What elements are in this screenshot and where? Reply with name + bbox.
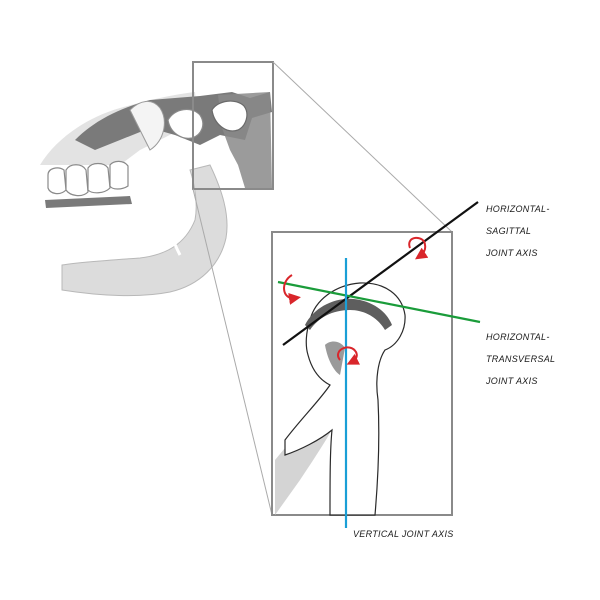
gum-shadow: [45, 196, 132, 208]
label-vertical-axis: VERTICAL JOINT AXIS: [353, 529, 454, 539]
rotation-arrow-icon: [283, 274, 301, 305]
mandible-shape: [61, 164, 228, 297]
glenoid-fossa: [305, 298, 392, 330]
zoom-frame-small: [192, 61, 274, 190]
label-horizontal-transversal: HORIZONTAL- TRANSVERSAL JOINT AXIS: [486, 321, 555, 398]
skull-illustration: [40, 92, 272, 297]
label-transversal-line1: HORIZONTAL-: [486, 332, 550, 342]
rotation-arrow-icon: [408, 236, 429, 260]
horizontal-transversal-axis: [277, 280, 481, 324]
teeth: [47, 160, 129, 197]
label-horizontal-sagittal: HORIZONTAL- SAGITTAL JOINT AXIS: [486, 193, 550, 270]
label-sagittal-line2: SAGITTAL: [486, 226, 532, 236]
label-sagittal-line1: HORIZONTAL-: [486, 204, 550, 214]
coronoid-process: [129, 101, 165, 151]
condyle-small: [167, 108, 204, 139]
horizontal-sagittal-axis: [282, 201, 479, 346]
label-transversal-line2: TRANSVERSAL: [486, 354, 556, 364]
label-transversal-line3: JOINT AXIS: [486, 376, 538, 386]
zoom-connectors: [192, 61, 453, 516]
condyle-in-frame: [211, 100, 248, 132]
rotation-arrow-icon: [337, 346, 361, 365]
label-sagittal-line3: JOINT AXIS: [486, 248, 538, 258]
